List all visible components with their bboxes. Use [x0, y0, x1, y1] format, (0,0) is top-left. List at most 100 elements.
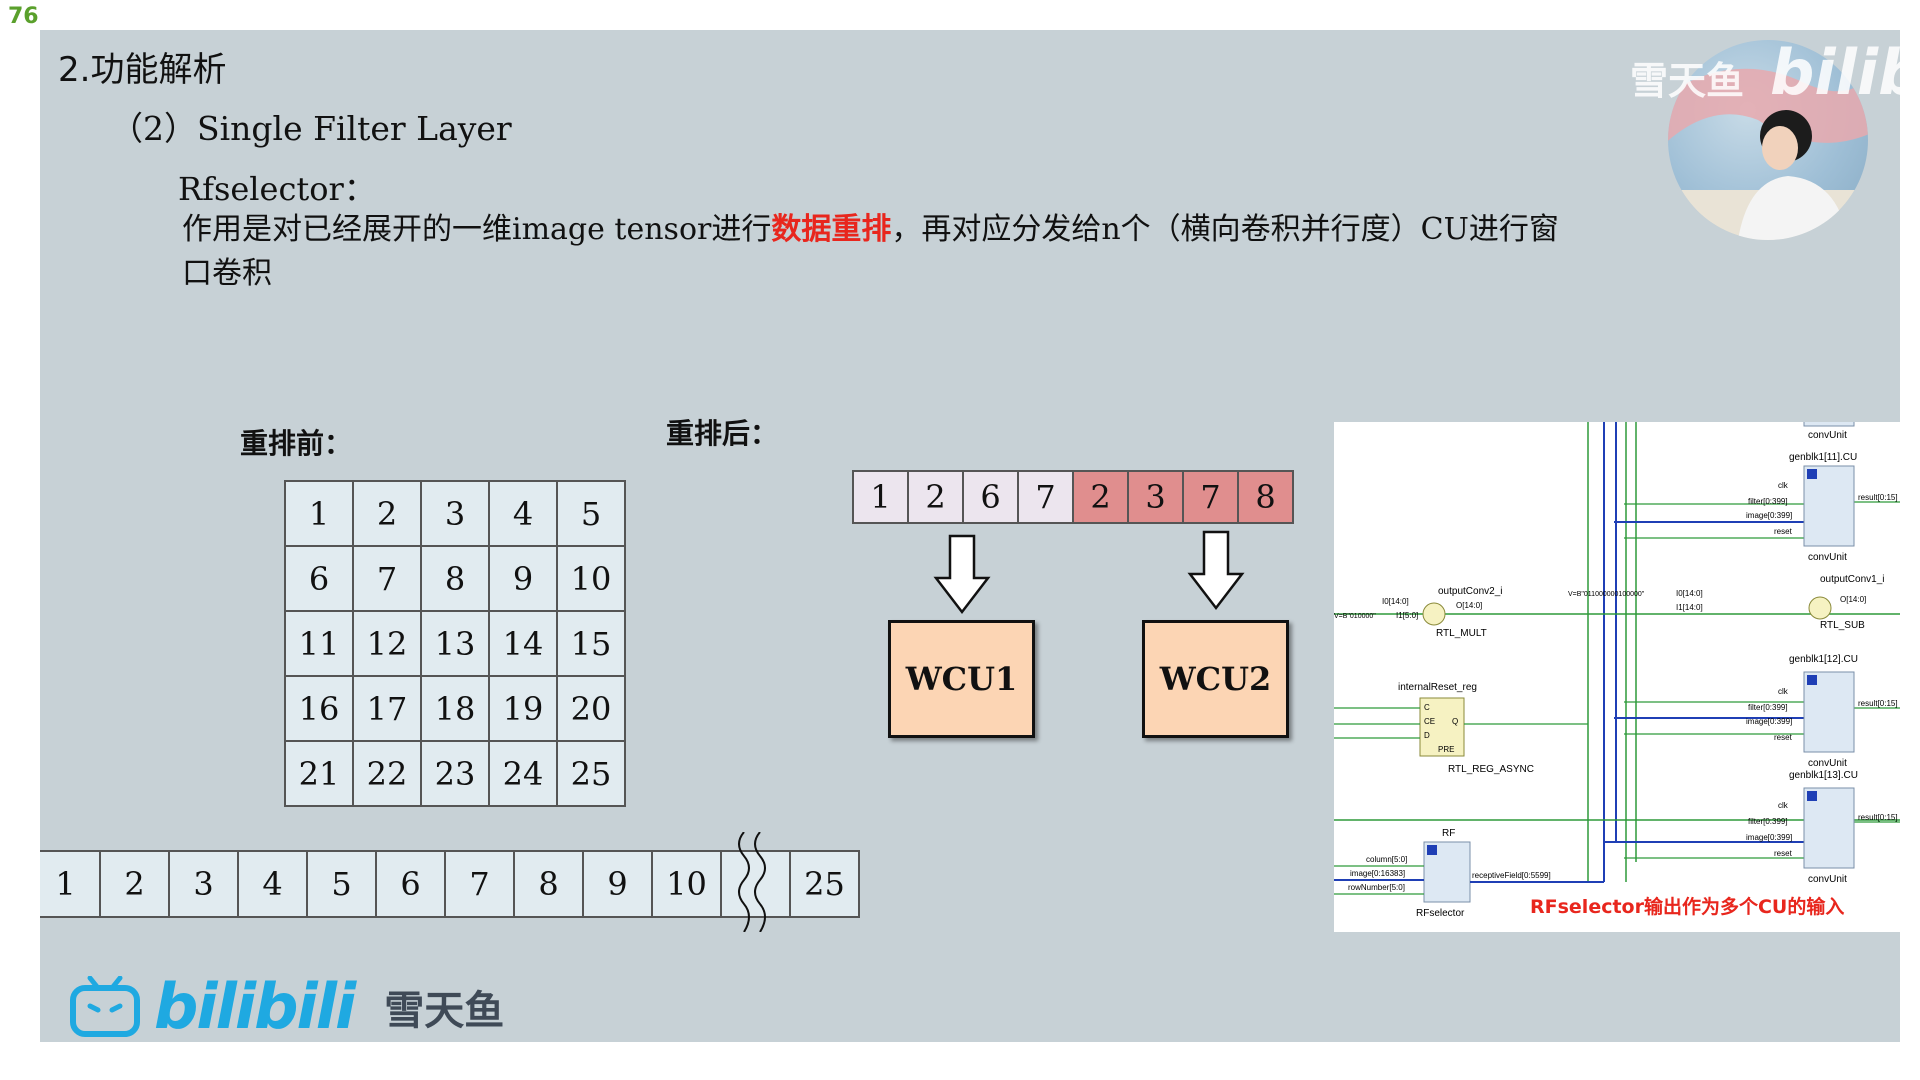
subsection-heading: （2）Single Filter Layer [110, 109, 512, 148]
cu12-reset: reset [1774, 733, 1793, 742]
grid-cell: 22 [353, 741, 421, 806]
break-squiggle-icon [738, 832, 766, 932]
cu13-reset: reset [1774, 849, 1793, 858]
description: 作用是对已经展开的一维image tensor进行数据重排，再对应分发给n个（横… [182, 208, 1572, 296]
down-arrow-2-icon [1187, 530, 1245, 611]
grid-cell: 1 [285, 481, 353, 546]
section-heading: 2.功能解析 [58, 50, 227, 90]
mult-type: RTL_MULT [1436, 628, 1487, 639]
grid-cell: 8 [421, 546, 489, 611]
strip-last-cell: 25 [790, 851, 859, 917]
rearranged-cell: 1 [853, 471, 908, 523]
strip-cell: 2 [100, 851, 169, 917]
mult-const: V=B"010000" [1334, 613, 1376, 620]
watermark-brand: bilibili [1770, 36, 1900, 109]
cu13-label: genblk1[13].CU [1789, 770, 1858, 781]
rearranged-cell: 3 [1128, 471, 1183, 523]
grid-cell: 24 [489, 741, 557, 806]
rf-out: receptiveField[0:5599] [1472, 871, 1551, 880]
rearranged-cell: 2 [1073, 471, 1128, 523]
cu11-label: genblk1[11].CU [1789, 452, 1857, 463]
rf-column: column[5:0] [1366, 855, 1407, 864]
strip-cell: 7 [445, 851, 514, 917]
grid-cell: 17 [353, 676, 421, 741]
rf-name: RF [1442, 828, 1455, 839]
rearranged-cell: 8 [1238, 471, 1293, 523]
strip-cell: 9 [583, 851, 652, 917]
sub-i1: I1[14:0] [1676, 603, 1703, 612]
reg-ce: CE [1424, 717, 1435, 726]
wcu1-box: WCU1 [888, 620, 1035, 738]
conv-unit-label-top: convUnit [1808, 430, 1847, 441]
strip-cell: 4 [238, 851, 307, 917]
rearranged-cell: 6 [963, 471, 1018, 523]
grid-cell: 5 [557, 481, 625, 546]
cu11-reset: reset [1774, 527, 1793, 536]
sub-i0: I0[14:0] [1676, 589, 1703, 598]
reg-c: C [1424, 703, 1430, 712]
strip-cell: 5 [307, 851, 376, 917]
grid-cell: 21 [285, 741, 353, 806]
cu13-clk: clk [1778, 801, 1789, 810]
bilibili-logo: bilibili 雪天鱼 [70, 970, 504, 1042]
mult-i0: I0[14:0] [1382, 597, 1409, 606]
grid-cell: 3 [421, 481, 489, 546]
schematic-caption: RFselector输出作为多个CU的输入 [1530, 896, 1845, 918]
strip-cell: 8 [514, 851, 583, 917]
grid-cell: 14 [489, 611, 557, 676]
after-label: 重排后： [666, 417, 779, 450]
cu11-filter: filter[0:399] [1748, 497, 1788, 506]
sub-name: outputConv1_i [1820, 574, 1885, 585]
cu13-type: convUnit [1808, 874, 1847, 885]
sub-type: RTL_SUB [1820, 620, 1865, 631]
cu11-clk: clk [1778, 481, 1789, 490]
description-highlight: 数据重排 [771, 212, 892, 247]
grid-cell: 13 [421, 611, 489, 676]
rearranged-cell: 7 [1183, 471, 1238, 523]
reg-d: D [1424, 731, 1430, 740]
mult-o: O[14:0] [1456, 601, 1482, 610]
rf-row: rowNumber[5:0] [1348, 883, 1405, 892]
sub-o: O[14:0] [1840, 595, 1866, 604]
cu13-image: image[0:399] [1746, 833, 1792, 842]
logo-brand: bilibili [154, 970, 356, 1042]
before-label: 重排前： [240, 427, 353, 460]
rf-image: image[0:16383] [1350, 869, 1405, 878]
page-number: 76 [8, 4, 39, 29]
grid-cell: 2 [353, 481, 421, 546]
grid-cell: 11 [285, 611, 353, 676]
cu12-type: convUnit [1808, 758, 1847, 769]
grid-cell: 7 [353, 546, 421, 611]
rearranged-cell: 7 [1018, 471, 1073, 523]
cu11-type: convUnit [1808, 552, 1847, 563]
strip-cell: 3 [169, 851, 238, 917]
reg-type: RTL_REG_ASYNC [1448, 764, 1534, 775]
grid-cell: 16 [285, 676, 353, 741]
schematic-canvas: convUnit genblk1[11].CU clk filter[0:399… [1334, 422, 1900, 919]
bilibili-tv-icon [70, 975, 140, 1037]
strip-break [721, 832, 790, 932]
strip-cell: 10 [652, 851, 721, 917]
description-part1: 作用是对已经展开的一维image tensor进行 [182, 212, 772, 247]
sub-const: V=B"011000000100000" [1568, 591, 1645, 598]
grid-cell: 20 [557, 676, 625, 741]
cu11-image: image[0:399] [1746, 511, 1792, 520]
reg-pre: PRE [1438, 745, 1454, 754]
strip-cell: 1 [40, 851, 100, 917]
rf-type: RFselector [1416, 908, 1465, 919]
down-arrow-1-icon [933, 534, 991, 615]
grid-cell: 19 [489, 676, 557, 741]
grid-cell: 6 [285, 546, 353, 611]
grid-cell: 9 [489, 546, 557, 611]
mult-name: outputConv2_i [1438, 586, 1503, 597]
cu12-label: genblk1[12].CU [1789, 654, 1858, 665]
grid-cell: 18 [421, 676, 489, 741]
strip-cell: 6 [376, 851, 445, 917]
wcu2-box: WCU2 [1142, 620, 1289, 738]
grid-cell: 25 [557, 741, 625, 806]
grid-cell: 4 [489, 481, 557, 546]
cu12-result: result[0:15] [1858, 699, 1898, 708]
